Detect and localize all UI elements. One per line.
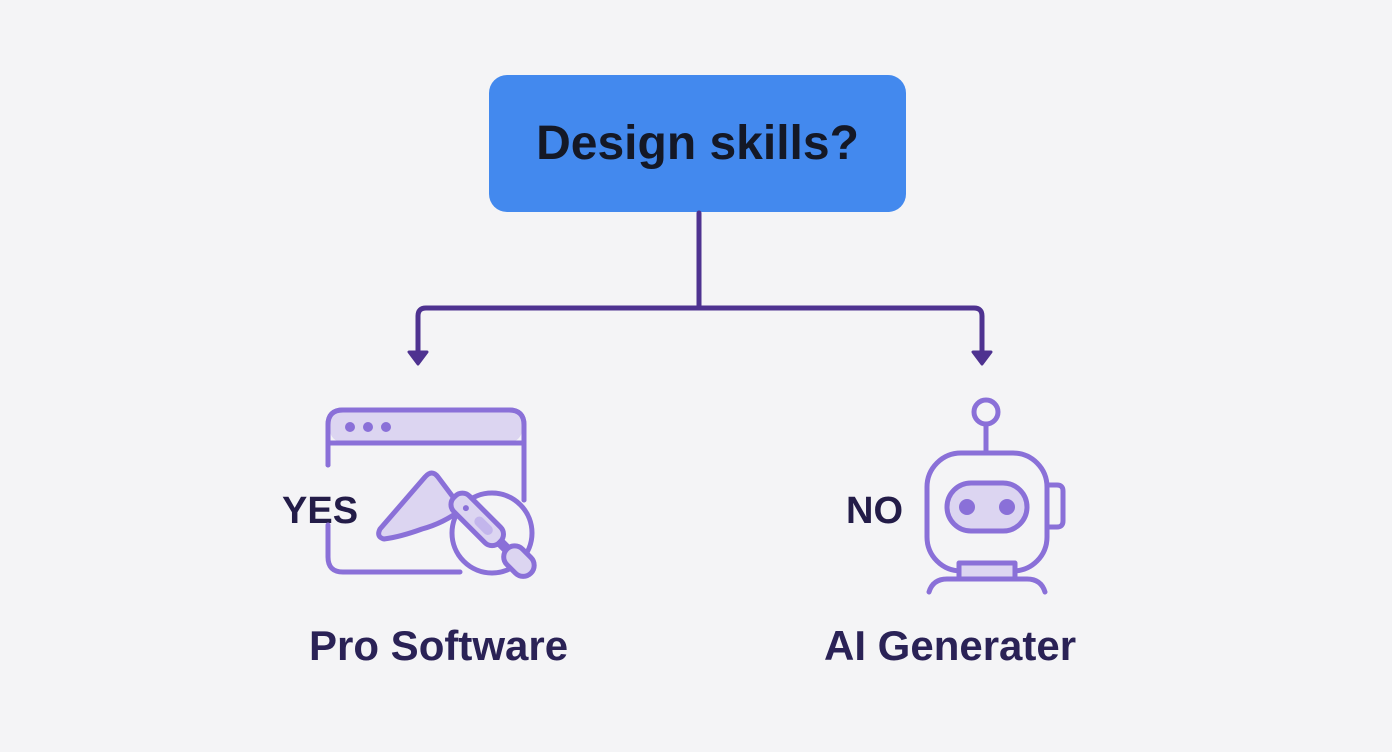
yes-branch-label: YES <box>282 490 359 532</box>
left-arrowhead-icon <box>407 350 429 366</box>
root-decision-node: Design skills? <box>489 75 906 212</box>
right-connector <box>696 305 985 355</box>
ai-generator-caption: AI Generater <box>824 622 1077 669</box>
root-question-label: Design skills? <box>536 117 859 170</box>
pro-software-caption: Pro Software <box>309 622 569 669</box>
no-branch-label: NO <box>846 490 903 532</box>
right-arrowhead-icon <box>971 350 993 366</box>
software-window-pen-tool-icon <box>320 405 550 585</box>
left-connector <box>415 305 702 355</box>
robot-icon <box>915 395 1075 595</box>
